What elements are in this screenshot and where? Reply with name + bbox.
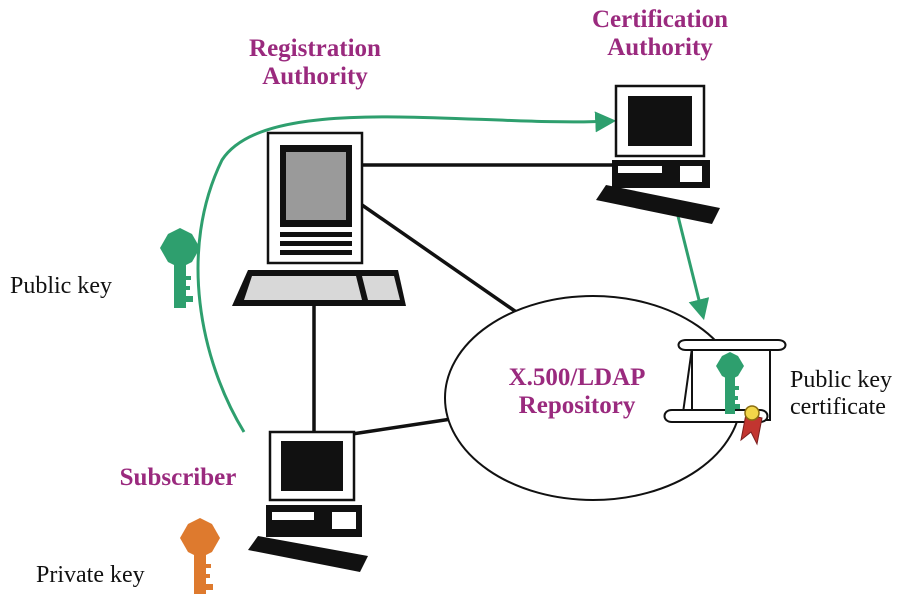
- public-key-label: Public key: [10, 273, 112, 299]
- line-subscriber-to-repository: [350, 416, 460, 436]
- public-key-certificate-label: Public key certificate: [790, 367, 892, 421]
- private-key-icon: [180, 518, 220, 594]
- registration-authority-line1: Registration: [249, 35, 381, 62]
- registration-authority-computer-icon: [232, 131, 406, 306]
- connection-lines: [312, 163, 618, 438]
- public-key-certificate-line2: certificate: [790, 393, 886, 420]
- certification-authority-line1: Certification: [591, 6, 729, 33]
- subscriber-computer-icon: [248, 430, 368, 572]
- subscriber-label: Subscriber: [119, 464, 237, 491]
- certification-authority-line2: Authority: [607, 34, 713, 61]
- arrow-subscriber-to-ca: [196, 111, 617, 433]
- certificate-seal-icon: [740, 405, 763, 446]
- private-key-label: Private key: [36, 562, 145, 588]
- registration-authority-label: Registration Authority: [230, 35, 400, 91]
- public-key-certificate-line1: Public key: [790, 367, 892, 393]
- repository-label: X.500/LDAP Repository: [488, 364, 666, 420]
- public-key-icon: [160, 228, 200, 308]
- registration-authority-line2: Authority: [262, 63, 368, 90]
- arrow-ca-to-repository: [672, 199, 710, 321]
- repository-line1: X.500/LDAP: [508, 364, 646, 391]
- certificate-public-key-icon: [716, 352, 744, 414]
- line-ra-to-repository: [360, 203, 524, 318]
- certification-authority-label: Certification Authority: [570, 6, 750, 62]
- certification-authority-computer-icon: [596, 84, 720, 224]
- repository-line2: Repository: [518, 392, 636, 419]
